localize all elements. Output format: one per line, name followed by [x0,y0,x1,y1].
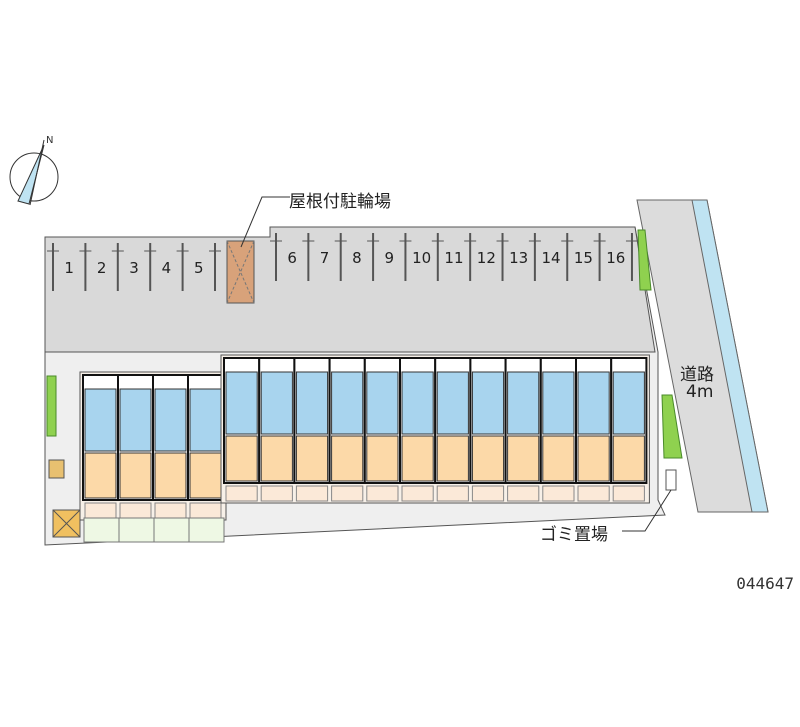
unit-balcony [260,485,293,502]
unit-wet-area [612,371,645,435]
unit-wet-area [366,371,399,435]
garbage-area [665,469,677,491]
unit-balcony [471,485,505,502]
waterway [691,199,769,513]
unit-balcony [225,485,258,502]
unit-wet-area [189,388,222,452]
bicycle-parking-label: 屋根付駐輪場 [289,192,391,212]
parking-number-11: 11 [444,249,463,267]
garbage-label: ゴミ置場 [540,525,608,545]
unit-wet-area [471,371,505,435]
parking-number-14: 14 [542,249,561,267]
unit-room [154,452,187,499]
unit-room [471,435,505,482]
parking-number-2: 2 [97,259,107,277]
unit-room [542,435,575,482]
unit-wet-area [154,388,187,452]
leader-garbage [622,489,672,532]
unit-wet-area [577,371,610,435]
parking-number-5: 5 [194,259,204,277]
unit-wet-area [84,388,117,452]
unit-balcony [189,502,222,519]
unit-room [507,435,540,482]
unit-balcony [84,502,117,519]
unit-room [436,435,469,482]
unit-balcony [119,502,152,519]
parking-number-1: 1 [64,259,74,277]
parking-number-7: 7 [320,249,330,267]
unit-wet-area [436,371,469,435]
parking-number-6: 6 [287,249,297,267]
unit-balcony [366,485,399,502]
unit-room [401,435,434,482]
unit-room [225,435,258,482]
unit-room [366,435,399,482]
unit-balcony [154,502,187,519]
driveway [44,226,656,353]
unit-room [84,452,117,499]
svg-text:N: N [46,135,53,146]
road-name-label: 道路 [680,365,714,385]
planting-left [46,375,57,437]
parking-number-3: 3 [129,259,139,277]
parking-number-9: 9 [384,249,394,267]
unit-balcony [542,485,575,502]
property-code: 044647 [736,574,794,593]
unit-wet-area [260,371,293,435]
private-garden [83,517,120,543]
planting-right [661,394,683,459]
unit-wet-area [331,371,364,435]
unit-room [189,452,222,499]
north-arrow-icon: N [9,135,59,206]
leader-bicycle [240,196,290,248]
unit-wet-area [119,388,152,452]
unit-wet-area [225,371,258,435]
parking-number-12: 12 [477,249,496,267]
unit-room [577,435,610,482]
parking-number-15: 15 [574,249,593,267]
unit-balcony [436,485,469,502]
parking-number-10: 10 [412,249,431,267]
unit-wet-area [295,371,329,435]
unit-balcony [577,485,610,502]
unit-balcony [612,485,645,502]
unit-wet-area [401,371,434,435]
planting-right-top [637,229,652,291]
unit-room [295,435,329,482]
parking-number-13: 13 [509,249,528,267]
parking-number-8: 8 [352,249,362,267]
private-garden [118,517,155,543]
unit-balcony [507,485,540,502]
unit-balcony [401,485,434,502]
road-width-label: 4m [686,382,714,402]
meter-box [48,459,65,479]
private-garden [188,517,225,543]
unit-balcony [295,485,329,502]
unit-wet-area [507,371,540,435]
unit-room [260,435,293,482]
unit-room [612,435,645,482]
unit-room [119,452,152,499]
unit-room [331,435,364,482]
private-garden [153,517,190,543]
unit-wet-area [542,371,575,435]
parking-number-4: 4 [162,259,172,277]
unit-balcony [331,485,364,502]
parking-number-16: 16 [606,249,625,267]
